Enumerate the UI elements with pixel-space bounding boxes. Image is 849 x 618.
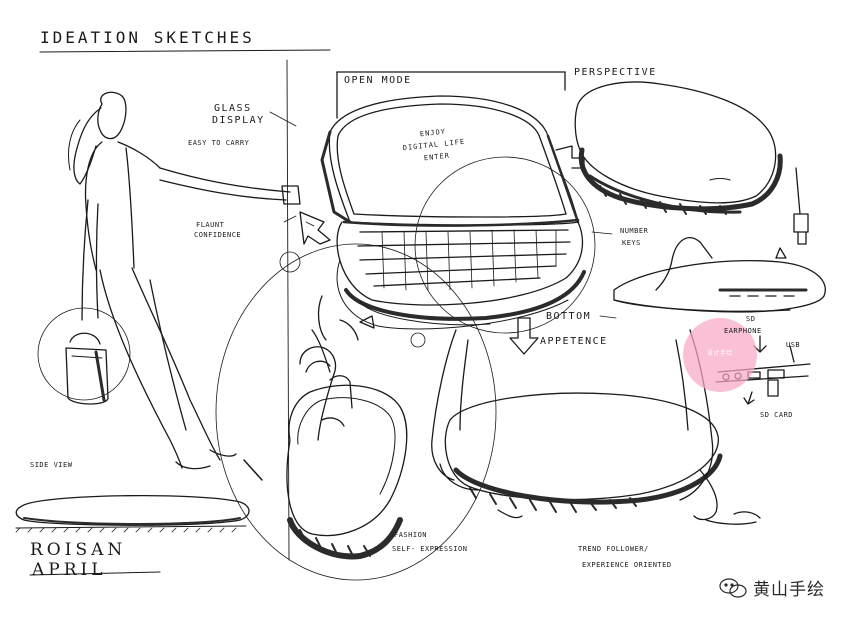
wechat-icon [719, 577, 747, 598]
label-side-view: SIDE VIEW [30, 461, 73, 469]
signature-line-1: ROISAN [30, 540, 127, 560]
label-appetence: APPETENCE [540, 336, 608, 347]
label-confidence: CONFIDENCE [194, 231, 242, 239]
label-number: NUMBER [620, 227, 649, 235]
motion-arrow [299, 211, 331, 245]
label-sd-top: SD [746, 315, 756, 323]
person-figure [65, 91, 301, 470]
label-flaunt: FLAUNT [196, 221, 225, 229]
label-easy-to-carry: EASY TO CARRY [188, 139, 250, 147]
label-glass: GLASS [214, 103, 252, 114]
label-sd-card: SD CARD [760, 411, 794, 419]
label-earphone: EARPHONE [724, 327, 762, 335]
label-trend-follower: TREND FOLLOWER/ [578, 545, 649, 553]
label-leaders [269, 111, 617, 319]
watermark-text: 黄山手绘 [753, 580, 825, 600]
side-view-device [15, 494, 250, 533]
open-mode-device [320, 95, 586, 330]
page-title: IDEATION SKETCHES [40, 28, 255, 47]
label-display: DISPLAY [212, 115, 265, 126]
label-fashion: FASHION [394, 531, 428, 539]
label-bottom: BOTTOM [546, 311, 592, 322]
label-usb: USB [786, 341, 801, 349]
label-open-mode: OPEN MODE [344, 75, 412, 86]
watermark: 黄山手绘 [718, 575, 825, 600]
open-mode-frame [286, 59, 566, 561]
watermark-badge-text: 设计手绘 [706, 350, 733, 357]
perspective-device [574, 81, 809, 245]
watermark-badge: 设计手绘 [683, 318, 757, 392]
heading-underline [39, 49, 331, 53]
label-experience-oriented: EXPERIENCE ORIENTED [582, 561, 672, 569]
label-self-expression: SELF- EXPRESSION [392, 545, 468, 553]
label-keys: KEYS [622, 239, 641, 247]
signature-line-2: APRIL [32, 560, 107, 580]
signature-underline [29, 571, 161, 576]
slim-side-device [613, 237, 826, 313]
carried-device [243, 295, 408, 560]
label-perspective: PERSPECTIVE [574, 67, 657, 78]
bottom-arrow [359, 315, 539, 355]
